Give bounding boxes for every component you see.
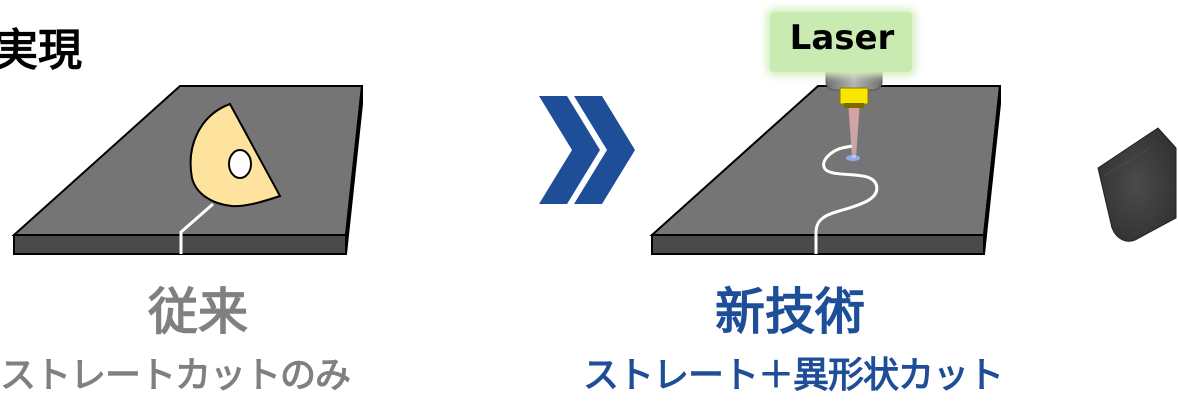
memory-card-icon <box>1097 127 1177 242</box>
left-plate-top <box>11 85 364 236</box>
straight-cut-line <box>179 202 214 254</box>
conventional-label: 従来 <box>148 283 248 341</box>
right-plate <box>649 85 1002 255</box>
laser-label: Laser <box>789 18 895 58</box>
conventional-sublabel: ストレートカットのみ <box>0 355 351 396</box>
left-plate-right-side <box>345 85 363 255</box>
new-technology-sublabel: ストレート＋異形状カット <box>583 355 1004 396</box>
dicing-blade-icon <box>189 102 282 208</box>
new-technology-label: 新技術 <box>715 283 865 341</box>
laser-label-background <box>770 12 912 72</box>
shaped-cut-line <box>814 144 879 254</box>
laser-head-icon <box>825 65 883 158</box>
double-chevron-arrow-icon <box>539 96 635 204</box>
heading: 実現 <box>0 25 82 76</box>
right-plate-right-side <box>983 85 1001 255</box>
left-plate <box>11 85 364 255</box>
right-plate-front <box>651 234 985 255</box>
